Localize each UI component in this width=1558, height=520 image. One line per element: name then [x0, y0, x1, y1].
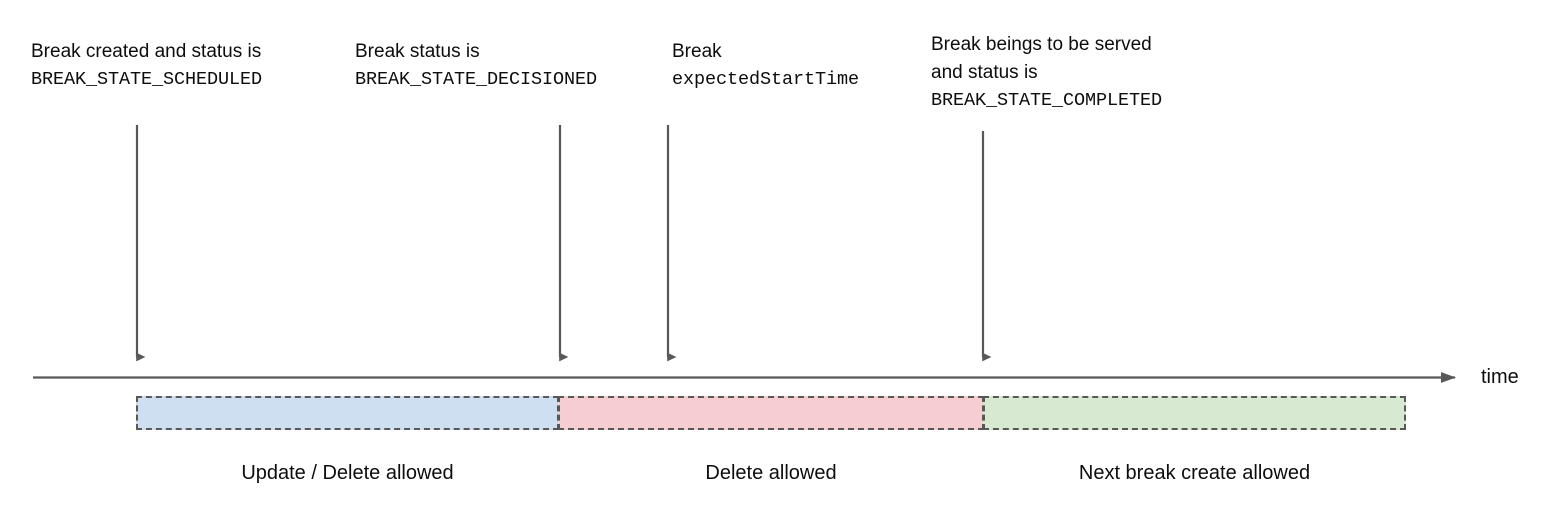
annotation-state-constant: BREAK_STATE_DECISIONED — [355, 69, 598, 90]
phase-bar-update-delete — [136, 396, 559, 430]
phase-caption-delete: Delete allowed — [705, 462, 837, 484]
annotation-state-constant: BREAK_STATE_COMPLETED — [931, 90, 1163, 111]
phase-caption-next-break-create: Next break create allowed — [1078, 462, 1311, 484]
annotation-decisioned: Break status is BREAK_STATE_DECISIONED — [355, 38, 597, 94]
annotation-field-name: expectedStartTime — [672, 69, 860, 90]
phase-bar-next-break-create — [983, 396, 1406, 430]
annotation-completed: Break beings to be served and status is … — [931, 31, 1162, 115]
time-axis-label: time — [1481, 366, 1519, 388]
annotation-line: Break status is — [355, 41, 480, 62]
phase-caption-update-delete: Update / Delete allowed — [241, 462, 454, 484]
annotation-line: Break created and status is — [31, 41, 262, 62]
phase-bar-delete — [558, 396, 984, 430]
annotation-line: Break — [672, 41, 722, 62]
annotation-line: and status is — [931, 62, 1038, 83]
annotation-expected-start-time: Break expectedStartTime — [672, 38, 859, 94]
annotation-line: Break beings to be served — [931, 34, 1152, 55]
annotation-state-constant: BREAK_STATE_SCHEDULED — [31, 69, 263, 90]
annotation-scheduled: Break created and status is BREAK_STATE_… — [31, 38, 262, 94]
